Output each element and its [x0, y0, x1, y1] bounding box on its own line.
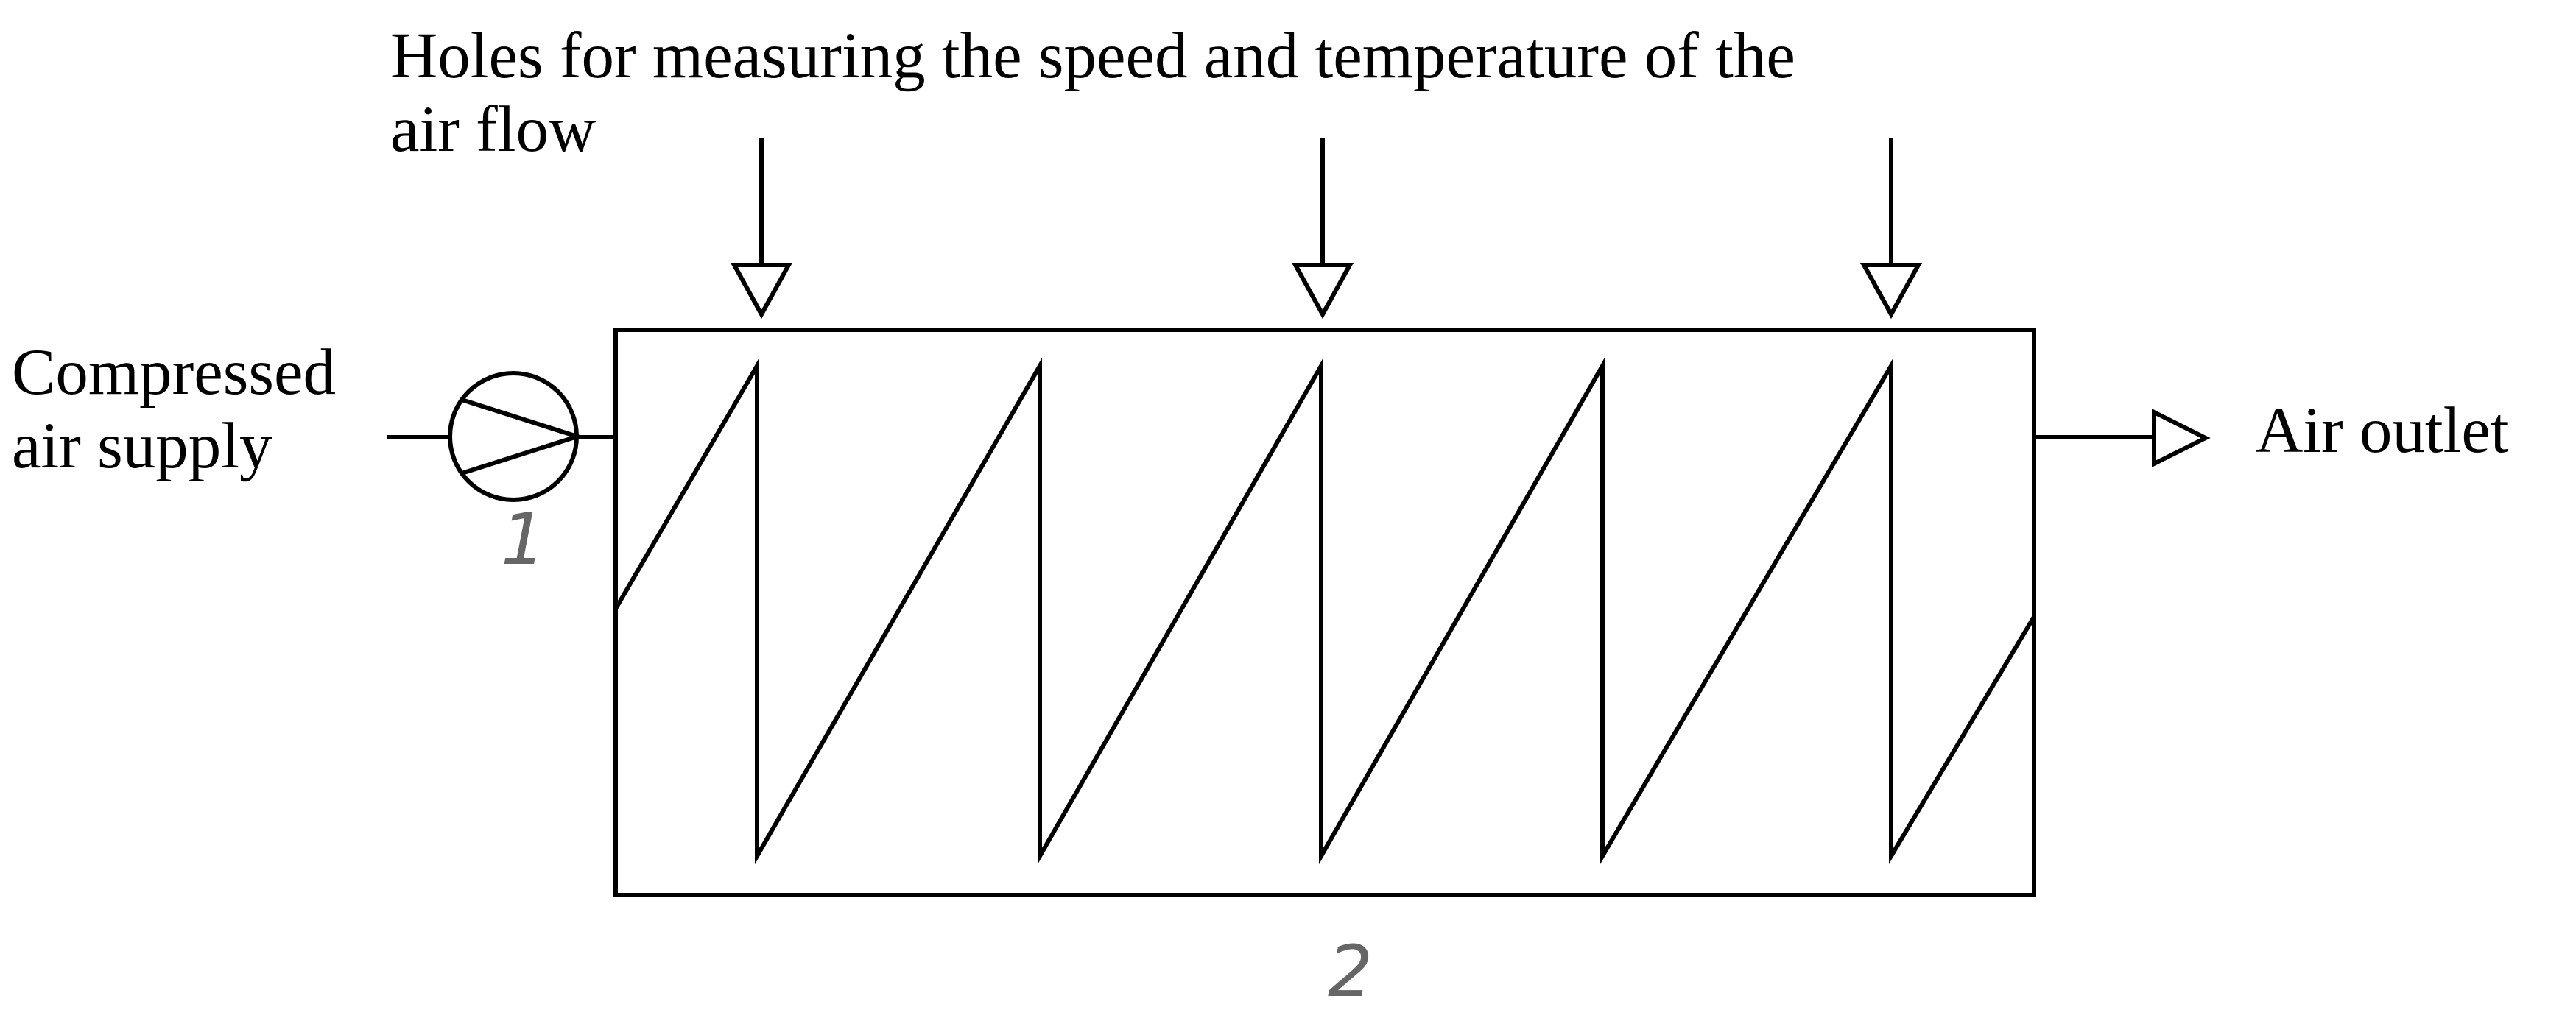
outlet-arrow-icon	[2152, 409, 2211, 467]
supply-label-line-2: air supply	[12, 410, 272, 482]
measurement-arrow-2	[1291, 138, 1354, 319]
channel-box	[613, 328, 2036, 897]
compressed-air-supply-label: Compressed air supply	[12, 336, 336, 483]
measurement-arrow-3	[1859, 138, 1923, 319]
channel-number-label: 2	[1328, 930, 1373, 1013]
supply-label-line-1: Compressed	[12, 336, 337, 409]
measurement-holes-label: Holes for measuring the speed and temper…	[390, 19, 1795, 166]
measurement-holes-label-line-2: air flow	[390, 93, 597, 166]
zigzag-air-path	[613, 357, 2036, 865]
measurement-holes-label-line-1: Holes for measuring the speed and temper…	[390, 20, 1795, 92]
pump-number-label: 1	[501, 498, 546, 581]
air-outlet-label: Air outlet	[2256, 395, 2509, 467]
measurement-arrow-1	[730, 138, 793, 319]
pump-icon	[448, 371, 585, 502]
